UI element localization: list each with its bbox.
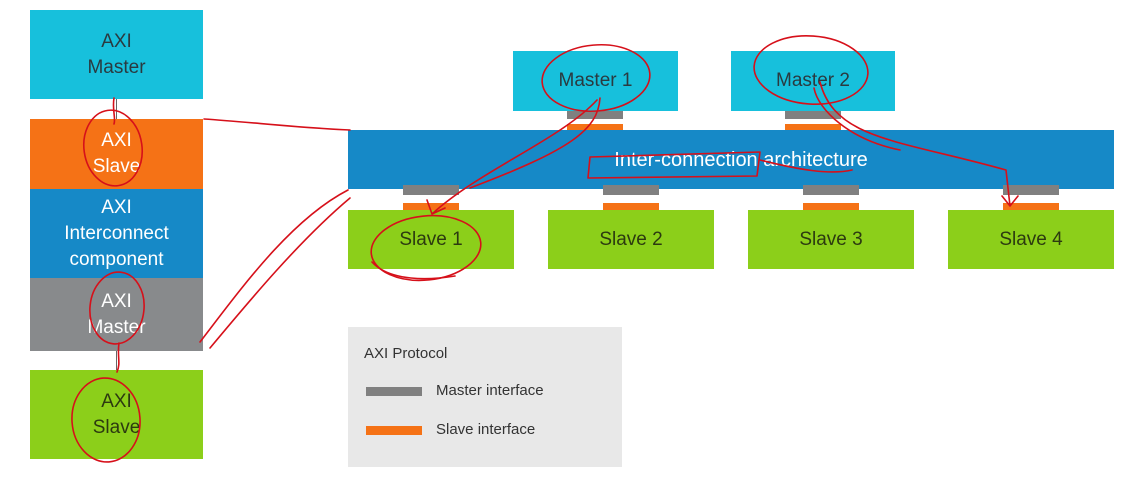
axi-slave-green-line1: AXI <box>101 390 132 412</box>
master-2-master-interface <box>785 111 841 119</box>
interconnect-line1: AXI <box>101 196 132 218</box>
slave-3-master-interface <box>803 185 859 195</box>
axi-slave-green-block: AXI Slave <box>30 370 203 459</box>
interconnect-line3: component <box>69 248 164 270</box>
axi-slave-orange-line2: Slave <box>92 156 141 177</box>
axi-slave-orange-line1: AXI <box>101 130 132 151</box>
left-connector-line <box>116 99 117 119</box>
slave-4-block: Slave 4 <box>948 210 1114 269</box>
slave-3-label: Slave 3 <box>799 228 863 250</box>
legend-panel: AXI Protocol Master interface Slave inte… <box>348 327 622 467</box>
interconnection-bus: Inter-connection architecture <box>348 130 1114 189</box>
bus-label: Inter-connection architecture <box>614 148 868 171</box>
slave-2-slave-interface <box>603 203 659 213</box>
slave-4-slave-interface <box>1003 203 1059 213</box>
slave-4-label: Slave 4 <box>999 228 1063 250</box>
legend-title: AXI Protocol <box>364 345 448 362</box>
legend-master-label: Master interface <box>436 382 544 399</box>
axi-master-top-block: AXI Master <box>30 10 203 99</box>
interconnect-line2: Interconnect <box>64 222 169 244</box>
master-2-slave-interface <box>785 124 841 134</box>
axi-master-top-line1: AXI <box>101 30 132 52</box>
master-1-block: Master 1 <box>513 51 678 111</box>
master-2-label: Master 2 <box>776 70 850 91</box>
slave-2-label: Slave 2 <box>599 228 663 250</box>
left-connector-line-2 <box>116 351 117 370</box>
axi-master-gray-line2: Master <box>87 316 146 338</box>
axi-master-gray-block: AXI Master <box>30 278 203 351</box>
slave-2-master-interface <box>603 185 659 195</box>
annotation-curve-top <box>203 118 351 131</box>
annotation-curve-mid <box>199 189 349 343</box>
slave-3-block: Slave 3 <box>748 210 914 269</box>
axi-slave-orange-block: AXI Slave <box>30 119 203 189</box>
master-1-label: Master 1 <box>558 70 633 91</box>
legend-master-swatch <box>366 387 422 396</box>
annotation-curve-bottom <box>209 197 351 349</box>
legend-slave-label: Slave interface <box>436 421 536 438</box>
slave-3-slave-interface <box>803 203 859 213</box>
legend-slave-swatch <box>366 426 422 435</box>
axi-interconnect-block: AXI Interconnect component <box>30 189 203 278</box>
slave-2-block: Slave 2 <box>548 210 714 269</box>
master-2-block: Master 2 <box>731 51 895 111</box>
master-1-master-interface <box>567 111 623 119</box>
axi-slave-green-line2: Slave <box>92 416 141 438</box>
slave-1-master-interface <box>403 185 459 195</box>
axi-master-top-line2: Master <box>87 56 146 78</box>
slave-4-master-interface <box>1003 185 1059 195</box>
slave-1-block: Slave 1 <box>348 210 514 269</box>
slave-1-label: Slave 1 <box>399 228 463 250</box>
axi-master-gray-line1: AXI <box>101 290 132 312</box>
